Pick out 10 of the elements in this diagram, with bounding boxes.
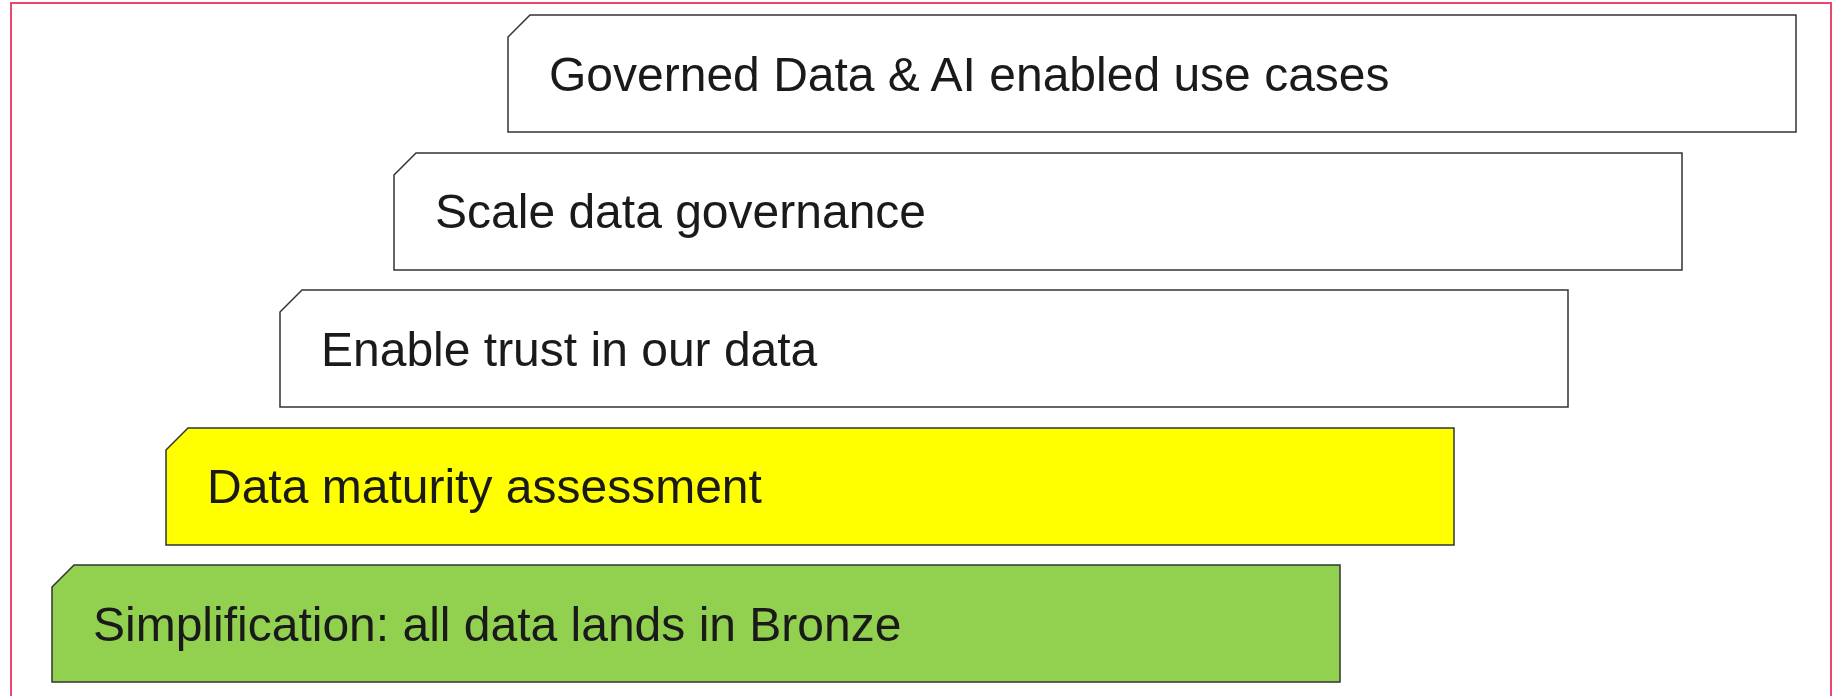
step-label: Data maturity assessment [207, 458, 762, 514]
step-box [507, 14, 1797, 133]
step-label: Scale data governance [435, 183, 926, 239]
step-label: Governed Data & AI enabled use cases [549, 46, 1390, 101]
step-box [51, 564, 1341, 683]
step-box [393, 151, 1683, 271]
step-box [279, 289, 1569, 408]
step-label: Enable trust in our data [321, 321, 818, 376]
step-box [165, 426, 1455, 546]
step-label: Simplification: all data lands in Bronze [93, 596, 902, 651]
